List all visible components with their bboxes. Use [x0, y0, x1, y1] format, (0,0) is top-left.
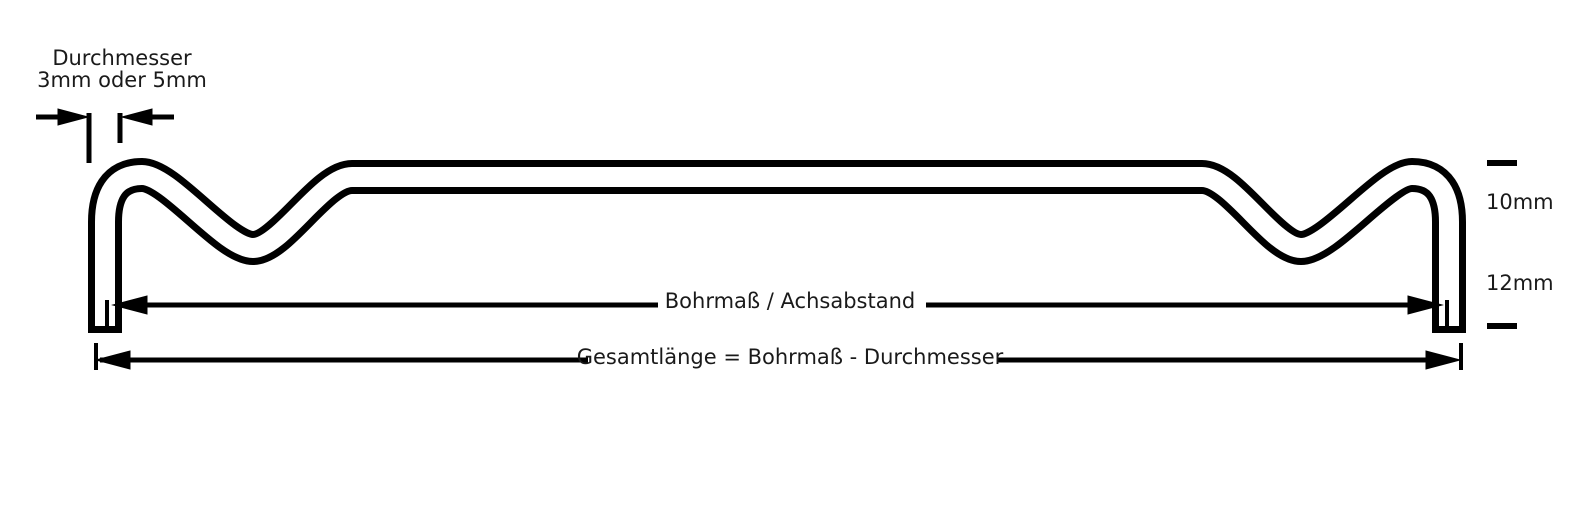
durchmesser-label-line2: 3mm oder 5mm — [37, 68, 207, 92]
bohrmass-left-arrowhead — [111, 295, 148, 315]
gesamtlaenge-right-arrowhead — [1425, 350, 1462, 370]
durchmesser-label-line1: Durchmesser — [52, 46, 192, 70]
durchmesser-left-arrowhead — [57, 108, 90, 126]
gesamtlaenge-dimension-line — [94, 343, 1463, 370]
height-extent-ticks — [1487, 160, 1517, 329]
gesamtlaenge-left-arrowhead — [94, 350, 131, 370]
durchmesser-dimension-arrows — [36, 108, 174, 163]
height-bottom-dash — [1487, 323, 1517, 329]
gesamtlaenge-dimension-label: Gesamtlänge = Bohrmaß - Durchmesser — [576, 345, 1004, 369]
bohrmass-dimension-line — [105, 295, 1449, 327]
height-12mm-label: 12mm — [1486, 271, 1554, 295]
height-top-dash — [1487, 160, 1517, 166]
durchmesser-right-arrowhead — [120, 108, 153, 126]
bohrmass-dimension-label: Bohrmaß / Achsabstand — [664, 289, 916, 313]
height-10mm-label: 10mm — [1486, 190, 1554, 214]
bohrmass-right-arrowhead — [1407, 295, 1444, 315]
handle-profile-core — [95, 165, 1459, 326]
